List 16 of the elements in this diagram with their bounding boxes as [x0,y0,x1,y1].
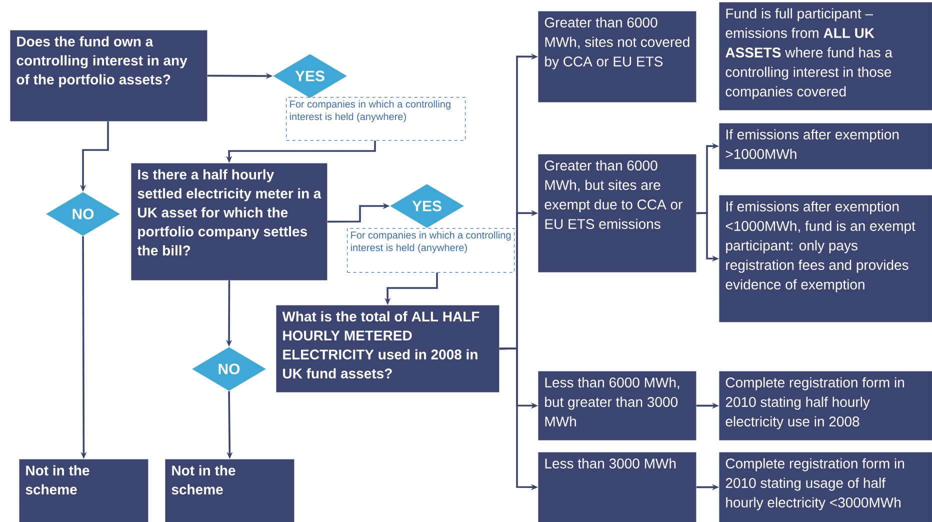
outcome-box: If emissions after exemption >1000MWh [719,123,932,170]
note-box: For companies in which a controlling interest is held (anywhere) [347,228,515,273]
outcome-box: If emissions after exemption <1000MWh, fund is an exempt participant: only pays registration fees and provides evidence of exemption [719,195,932,322]
question-box: Not in the scheme [165,459,294,522]
outcome-box: Less than 3000 MWh [538,452,696,522]
note-box: For companies in which a controlling interest is held (anywhere) [286,97,466,141]
question-box: Is there a half hourly settled electricity meter in a UK asset for which the portfolio company settles the bill? [131,163,328,280]
question-box: Does the fund own a controlling interest in any of the portfolio assets? [10,30,208,122]
outcome-box: Greater than 6000 MWh, but sites are exempt due to CCA or EU ETS emissions [538,154,696,272]
question-box: What is the total of ALL HALF HOURLY METERED ELECTRICITY used in 2008 in UK fund assets? [276,305,500,392]
outcome-box: Complete registration form in 2010 stating usage of half hourly electricity <3000MWh [719,452,932,522]
outcome-box: Greater than 6000 MWh, sites not covered by CCA or EU ETS [538,11,696,102]
question-box: Not in the scheme [19,459,148,522]
outcome-box: Less than 6000 MWh, but greater than 3000 MWh [538,371,696,440]
outcome-box: Complete registration form in 2010 stating half hourly electricity use in 2008 [719,371,932,440]
outcome-box: Fund is full participant – emissions from ALL UK ASSETS where fund has a controlling interest in those companies covered [719,2,932,110]
